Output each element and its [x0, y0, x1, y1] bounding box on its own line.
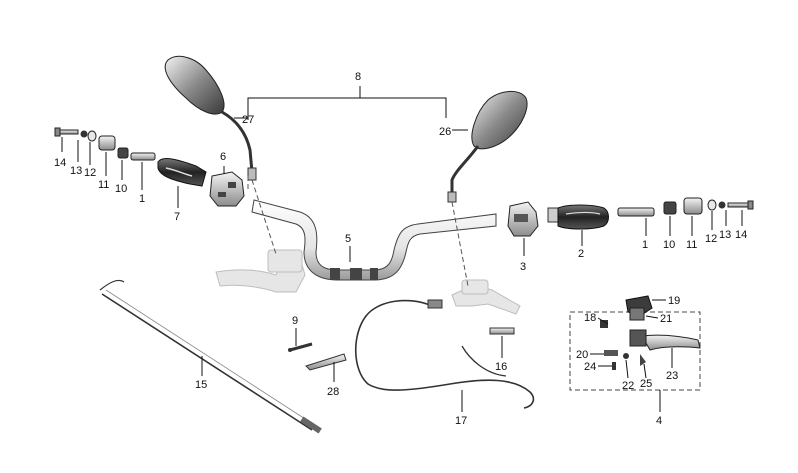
- part-16: [489, 327, 515, 335]
- right-mirror-part-26: [447, 91, 528, 203]
- label-19: 19: [668, 295, 680, 307]
- right-bar-end-part-11: [683, 197, 703, 215]
- label-24: 24: [584, 361, 596, 373]
- part-labels: 8 27 26 14 13 12 11 10 1 7 6 5 3 2 1 10 …: [54, 71, 747, 427]
- label-22: 22: [622, 380, 634, 392]
- part-18: [600, 320, 608, 328]
- label-28: 28: [327, 386, 339, 398]
- right-bolt-part-14: [727, 200, 754, 210]
- label-17: 17: [455, 415, 467, 427]
- left-washer-part-12: [87, 130, 97, 142]
- label-26: 26: [439, 126, 451, 138]
- label-16: 16: [495, 361, 507, 373]
- label-15: 15: [195, 379, 207, 391]
- label-10-right: 10: [663, 239, 675, 251]
- label-7: 7: [174, 211, 180, 223]
- label-27: 27: [242, 114, 254, 126]
- right-master-cylinder-ghost: [451, 279, 521, 315]
- label-18: 18: [584, 312, 596, 324]
- right-throttle-housing-part-3: [507, 201, 539, 237]
- label-25: 25: [640, 378, 652, 390]
- left-inner-weight-part-1: [130, 152, 156, 161]
- label-20: 20: [576, 349, 588, 361]
- label-12-left: 12: [84, 167, 96, 179]
- part-22: [623, 353, 629, 359]
- part-25: [640, 354, 646, 366]
- left-master-cylinder-ghost: [215, 249, 306, 293]
- part-24: [612, 362, 616, 370]
- label-10-left: 10: [115, 183, 127, 195]
- left-bolt-part-14: [54, 127, 79, 137]
- left-bar-end-part-11: [98, 135, 116, 151]
- label-4: 4: [656, 415, 662, 427]
- left-spacer-part-10: [117, 147, 129, 159]
- label-1-left: 1: [139, 193, 145, 205]
- label-1-right: 1: [642, 239, 648, 251]
- pin-part-9: [288, 342, 313, 352]
- label-14-left: 14: [54, 157, 66, 169]
- lever-part-23: [629, 329, 701, 351]
- label-13-left: 13: [70, 165, 82, 177]
- label-3: 3: [520, 261, 526, 273]
- handlebar-part-5: [251, 199, 497, 281]
- left-switch-part-6: [209, 171, 245, 207]
- left-mirror-part-27: [164, 55, 257, 181]
- right-grip-part-2: [547, 204, 609, 230]
- left-grip-part-7: [157, 158, 207, 187]
- right-spacer-part-10: [663, 201, 677, 215]
- part-28: [305, 353, 347, 371]
- label-14-right: 14: [735, 229, 747, 241]
- right-washer-part-12: [707, 199, 717, 211]
- label-11-left: 11: [98, 179, 109, 191]
- right-washer-part-13: [718, 201, 726, 209]
- label-12-right: 12: [705, 233, 717, 245]
- label-5: 5: [345, 233, 351, 245]
- cable-part-15: [99, 279, 322, 434]
- label-13-right: 13: [719, 229, 731, 241]
- label-21: 21: [660, 313, 672, 325]
- label-23: 23: [666, 370, 678, 382]
- left-washer-part-13: [80, 130, 88, 138]
- label-8: 8: [355, 71, 361, 83]
- cable-part-17: [355, 299, 535, 409]
- lever-bracket-part-19: [625, 295, 653, 321]
- label-9: 9: [292, 315, 298, 327]
- label-11-right: 11: [686, 239, 697, 251]
- label-2: 2: [578, 248, 584, 260]
- leader-lines: [61, 86, 743, 412]
- label-6: 6: [220, 151, 226, 163]
- part-20: [604, 350, 618, 356]
- right-inner-weight-part-1: [617, 207, 655, 217]
